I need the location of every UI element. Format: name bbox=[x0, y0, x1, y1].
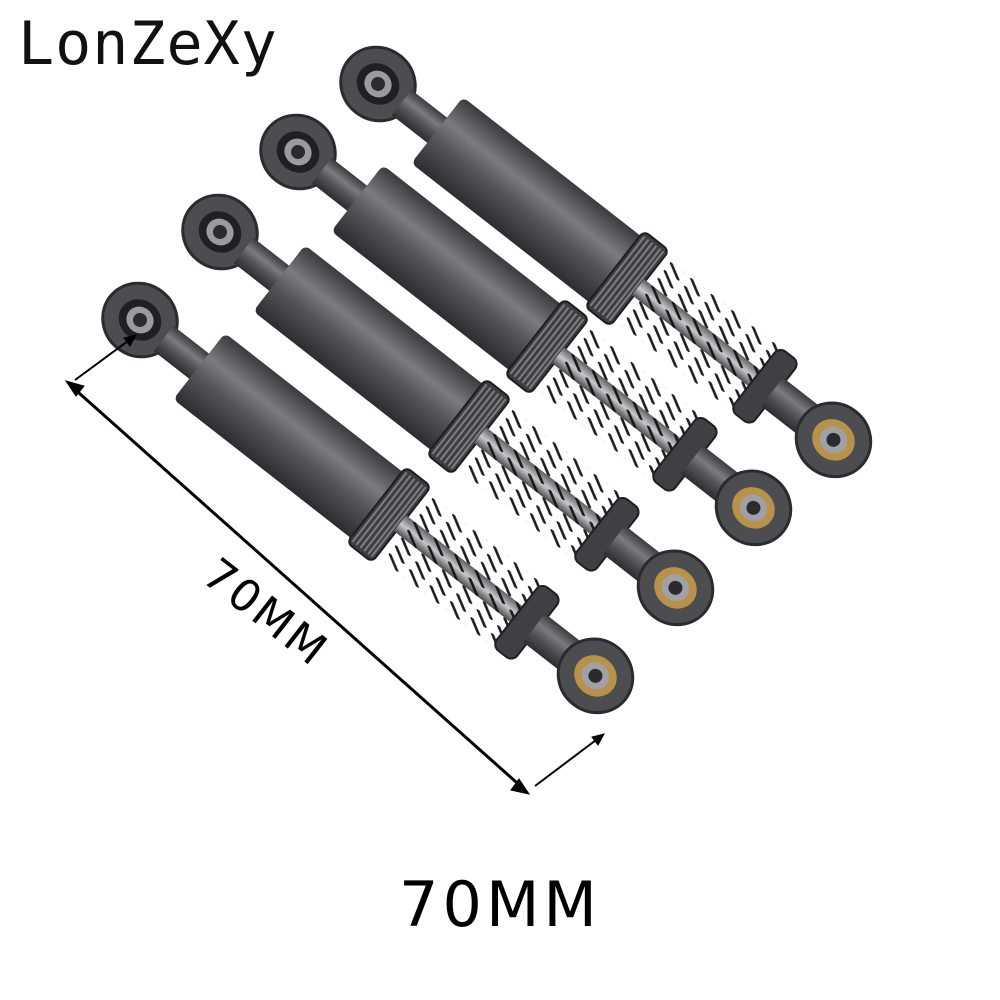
size-caption: 70MM bbox=[399, 868, 601, 941]
brand-logo: LonZeXy bbox=[18, 9, 278, 79]
dimension-arrow bbox=[64, 334, 605, 795]
dimension-label: 70MM bbox=[193, 548, 338, 677]
